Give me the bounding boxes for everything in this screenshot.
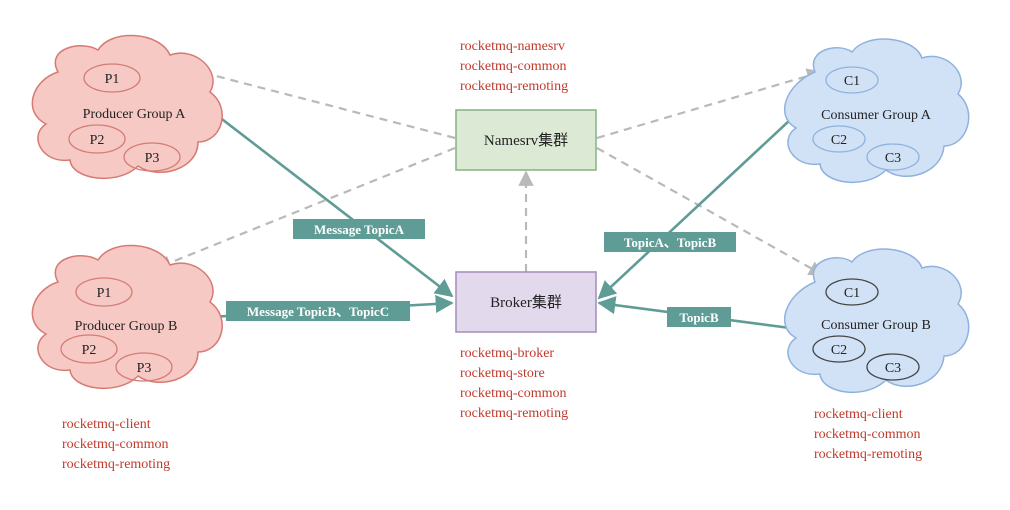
producer-group-a: P1 P2 P3 Producer Group A — [31, 34, 223, 180]
consumer-b-node-3-label: C3 — [885, 361, 901, 376]
consumer-a-node-1-label: C1 — [844, 74, 860, 89]
producer-group-a-label: Producer Group A — [83, 107, 187, 122]
consumer-lib-1: rocketmq-client — [814, 407, 903, 422]
namesrv-lib-1: rocketmq-namesrv — [460, 39, 565, 54]
consumer-group-a-cloud — [784, 38, 970, 184]
namesrv-cluster: Namesrv集群 — [455, 109, 597, 171]
broker-lib-2: rocketmq-store — [460, 366, 545, 381]
producer-b-node-2-label: P2 — [82, 343, 97, 358]
edge-label-message-topicb-topicc-bg — [226, 301, 410, 321]
producer-b-node-3 — [115, 352, 173, 382]
consumer-a-node-2-label: C2 — [831, 133, 847, 148]
edge-label-topica-topicb: TopicA、TopicB — [624, 235, 717, 250]
producer-b-node-3-label: P3 — [137, 361, 152, 376]
consumer-lib-2: rocketmq-common — [814, 427, 921, 442]
consumer-b-node-1-label: C1 — [844, 286, 860, 301]
broker-label: Broker集群 — [490, 294, 562, 311]
broker-to-consumer-group-a-arrow — [597, 119, 791, 300]
broker-box — [455, 271, 597, 333]
broker-lib-1: rocketmq-broker — [460, 346, 554, 361]
namesrv-lib-3: rocketmq-remoting — [460, 79, 568, 94]
producer-a-node-2-label: P2 — [90, 133, 105, 148]
edge-label-message-topicb-topicc: Message TopicB、TopicC — [247, 304, 389, 319]
edge-label-message-topica-bg — [293, 219, 425, 239]
namesrv-lib-2: rocketmq-common — [460, 59, 567, 74]
producer-a-node-2 — [68, 124, 126, 154]
producer-group-b-cloud — [31, 244, 223, 390]
broker-cluster: Broker集群 — [455, 271, 597, 333]
producer-lib-2: rocketmq-common — [62, 437, 169, 452]
edge-label-message-topica: Message TopicA — [314, 222, 405, 237]
producer-group-b: P1 P2 P3 Producer Group B — [31, 244, 223, 390]
consumer-group-a-label: Consumer Group A — [821, 108, 932, 123]
namesrv-label: Namesrv集群 — [484, 132, 568, 149]
producer-b-node-2 — [60, 334, 118, 364]
broker-libs: rocketmq-broker rocketmq-store rocketmq-… — [460, 346, 568, 421]
producer-a-node-1-label: P1 — [105, 72, 120, 87]
consumer-b-node-3 — [866, 353, 920, 381]
consumer-a-node-3 — [866, 143, 920, 171]
consumer-b-node-2-label: C2 — [831, 343, 847, 358]
producer-group-a-to-broker-arrow — [213, 111, 454, 298]
producer-b-node-1 — [75, 277, 133, 307]
consumer-group-b: C1 C2 C3 Consumer Group B — [784, 248, 970, 394]
consumer-group-a: C1 C2 C3 Consumer Group A — [784, 38, 970, 184]
consumer-b-node-2 — [812, 335, 866, 363]
consumer-group-b-label: Consumer Group B — [821, 318, 931, 333]
producer-libs: rocketmq-client rocketmq-common rocketmq… — [62, 417, 170, 472]
broker-lib-4: rocketmq-remoting — [460, 406, 568, 421]
consumer-a-node-3-label: C3 — [885, 151, 901, 166]
producer-a-node-3-label: P3 — [145, 151, 160, 166]
consumer-a-node-2 — [812, 125, 866, 153]
edge-label-topicb: TopicB — [679, 310, 719, 325]
namesrv-to-consumer-group-b-arrow — [596, 147, 825, 276]
namesrv-to-producer-group-b-arrow — [155, 146, 456, 270]
consumer-b-node-1 — [825, 278, 879, 306]
producer-a-node-1 — [83, 63, 141, 93]
producer-lib-1: rocketmq-client — [62, 417, 151, 432]
namesrv-to-consumer-group-a-arrow — [596, 68, 823, 140]
consumer-libs: rocketmq-client rocketmq-common rocketmq… — [814, 407, 922, 462]
consumer-lib-3: rocketmq-remoting — [814, 447, 922, 462]
edge-label-topica-topicb-bg — [604, 232, 736, 252]
namesrv-box — [455, 109, 597, 171]
producer-b-node-1-label: P1 — [97, 286, 112, 301]
producer-group-a-cloud — [31, 34, 223, 180]
producer-lib-3: rocketmq-remoting — [62, 457, 170, 472]
producer-a-node-3 — [123, 142, 181, 172]
broker-lib-3: rocketmq-common — [460, 386, 567, 401]
edge-label-topicb-bg — [667, 307, 731, 327]
consumer-a-node-1 — [825, 66, 879, 94]
edge-labels: Message TopicA Message TopicB、TopicC Top… — [226, 219, 736, 327]
namesrv-libs: rocketmq-namesrv rocketmq-common rocketm… — [460, 39, 568, 94]
producer-group-b-label: Producer Group B — [75, 319, 178, 334]
